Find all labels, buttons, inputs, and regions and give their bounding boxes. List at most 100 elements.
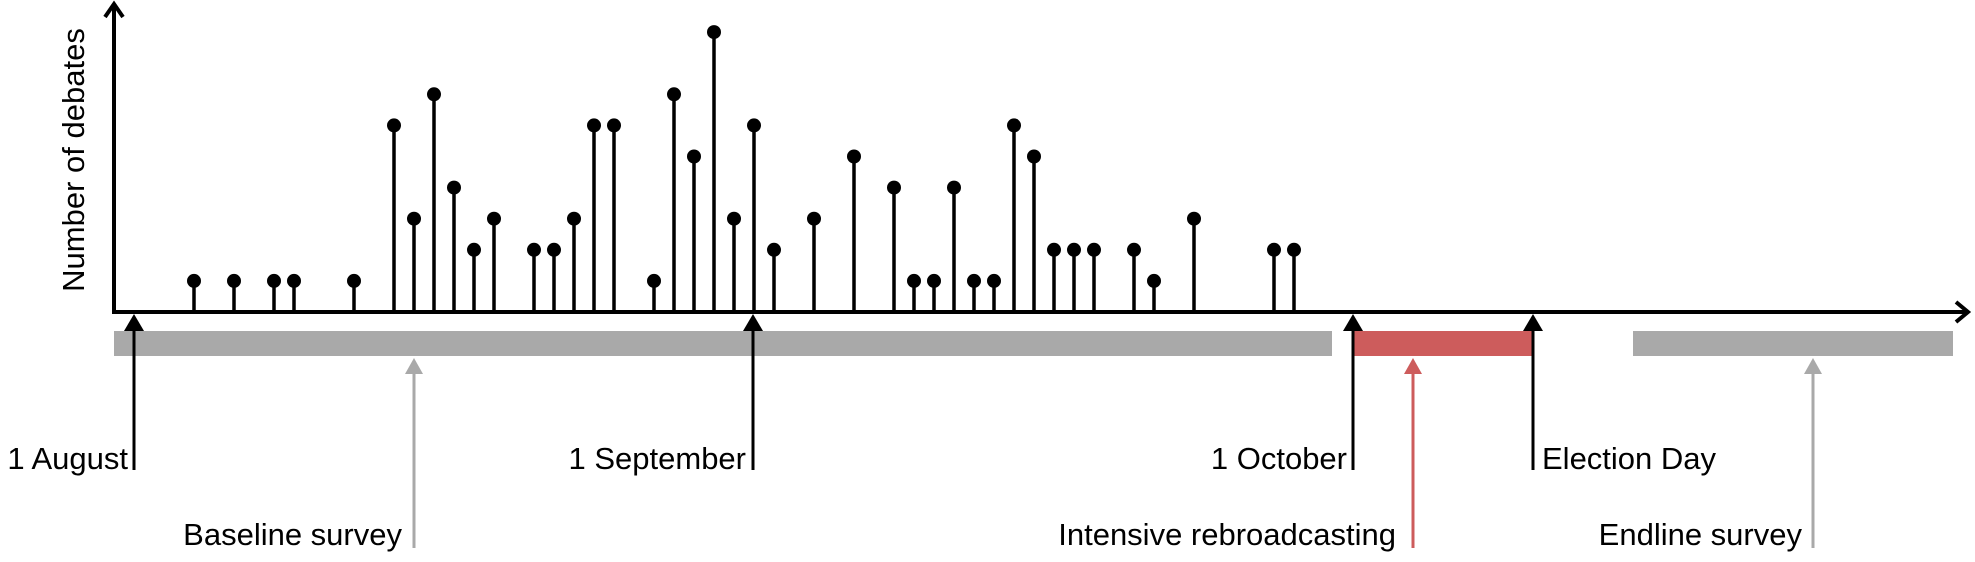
stem <box>887 180 901 312</box>
up-arrow-icon <box>1523 314 1543 331</box>
stem <box>187 273 201 312</box>
stem-dot-icon <box>427 87 441 102</box>
stem <box>1087 242 1101 312</box>
up-arrow-icon <box>743 314 763 331</box>
stem <box>1027 149 1041 312</box>
stem <box>1067 242 1081 312</box>
stem-dot-icon <box>227 273 241 288</box>
stem-dot-icon <box>387 118 401 133</box>
stem <box>227 273 241 312</box>
stem-dot-icon <box>727 211 741 226</box>
stem-dot-icon <box>1047 242 1061 257</box>
label-1-september: 1 September <box>569 441 747 476</box>
stem-dot-icon <box>547 242 561 257</box>
stem <box>1147 273 1161 312</box>
stem <box>767 242 781 312</box>
stem <box>687 149 701 312</box>
stem-dot-icon <box>287 273 301 288</box>
stem <box>1007 118 1021 312</box>
stem <box>967 273 981 312</box>
stem <box>587 118 601 312</box>
label-intensive-rebroadcasting: Intensive rebroadcasting <box>1058 517 1396 552</box>
stem-dot-icon <box>347 273 361 288</box>
stem <box>847 149 861 312</box>
stem <box>927 273 941 312</box>
stem <box>567 211 581 312</box>
label-1-october: 1 October <box>1211 441 1347 476</box>
stem-dot-icon <box>187 273 201 288</box>
stem <box>707 25 721 312</box>
stem-dot-icon <box>1147 273 1161 288</box>
stem-dot-icon <box>567 211 581 226</box>
stem <box>947 180 961 312</box>
y-axis-arrowhead-icon <box>103 0 125 19</box>
stem-dot-icon <box>1187 211 1201 226</box>
endline-arrow-icon <box>1804 358 1822 548</box>
stem <box>467 242 481 312</box>
stem-dot-icon <box>907 273 921 288</box>
stem-dot-icon <box>967 273 981 288</box>
up-arrow-icon <box>124 314 144 331</box>
rebroadcast-arrow-icon <box>1404 358 1422 548</box>
stem <box>747 118 761 312</box>
stem <box>727 211 741 312</box>
stem-dot-icon <box>987 273 1001 288</box>
timeline-markers <box>124 314 1543 470</box>
label-baseline-survey: Baseline survey <box>183 517 402 552</box>
marker-1-october <box>1343 314 1363 470</box>
stem <box>407 211 421 312</box>
stem <box>267 273 281 312</box>
endline-survey-bar <box>1633 331 1953 356</box>
stem <box>1267 242 1281 312</box>
stem <box>807 211 821 312</box>
stem-dot-icon <box>887 180 901 195</box>
stem-dot-icon <box>527 242 541 257</box>
stem-dot-icon <box>1267 242 1281 257</box>
y-axis-label: Number of debates <box>56 28 91 292</box>
stem <box>1127 242 1141 312</box>
stem <box>1047 242 1061 312</box>
stem-dot-icon <box>1067 242 1081 257</box>
rebroadcasting-bar <box>1353 331 1532 356</box>
stem-dot-icon <box>707 25 721 40</box>
label-1-august: 1 August <box>7 441 128 476</box>
stem-dot-icon <box>1007 118 1021 133</box>
stem-dot-icon <box>667 87 681 102</box>
stem-dot-icon <box>1287 242 1301 257</box>
stem-dot-icon <box>947 180 961 195</box>
stem-dot-icon <box>1127 242 1141 257</box>
stem-dot-icon <box>1027 149 1041 164</box>
label-endline-survey: Endline survey <box>1599 517 1803 552</box>
debate-stems <box>187 25 1301 312</box>
stem-dot-icon <box>1087 242 1101 257</box>
baseline-survey-bar <box>114 331 1332 356</box>
stem-dot-icon <box>647 273 661 288</box>
stem <box>907 273 921 312</box>
stem-dot-icon <box>847 149 861 164</box>
stem <box>667 87 681 312</box>
stem <box>487 211 501 312</box>
stem <box>647 273 661 312</box>
period-bars <box>114 331 1953 548</box>
stem <box>427 87 441 312</box>
stem <box>1187 211 1201 312</box>
marker-election-day <box>1523 314 1543 470</box>
stem <box>387 118 401 312</box>
stem <box>527 242 541 312</box>
stem <box>547 242 561 312</box>
baseline-arrow-icon <box>405 358 423 548</box>
stem-dot-icon <box>807 211 821 226</box>
stem-dot-icon <box>487 211 501 226</box>
x-axis-arrowhead-icon <box>1954 300 1972 324</box>
stem-dot-icon <box>747 118 761 133</box>
stem-dot-icon <box>927 273 941 288</box>
stem-dot-icon <box>407 211 421 226</box>
axes <box>103 0 1972 324</box>
stem-dot-icon <box>267 273 281 288</box>
marker-1-september <box>743 314 763 470</box>
up-arrow-icon <box>1343 314 1363 331</box>
stem <box>347 273 361 312</box>
stem <box>447 180 461 312</box>
marker-1-august <box>124 314 144 470</box>
